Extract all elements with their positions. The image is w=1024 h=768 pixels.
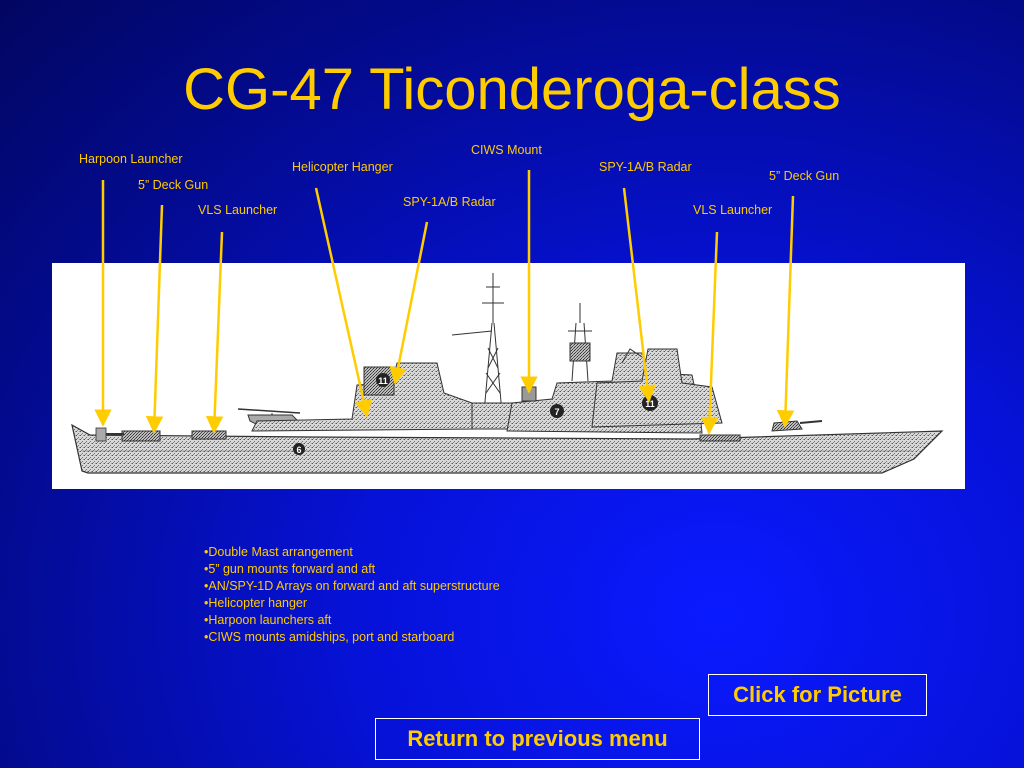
bullet-item: •Harpoon launchers aft <box>204 613 332 627</box>
bullet-item: •Double Mast arrangement <box>204 545 353 559</box>
click-for-picture-button[interactable]: Click for Picture <box>708 674 927 716</box>
label-deck-gun-forward: 5” Deck Gun <box>769 169 840 183</box>
label-vls-launcher-aft: VLS Launcher <box>198 203 278 217</box>
midships-hull-number: 7 <box>554 407 559 417</box>
ship-hull <box>71 423 944 474</box>
forward-hull-number: 11 <box>645 399 655 409</box>
aft-deck-gun-shape <box>95 427 161 442</box>
bullet-item: •AN/SPY-1D Arrays on forward and aft sup… <box>204 579 500 593</box>
label-ciws-mount: CIWS Mount <box>471 143 542 157</box>
label-vls-launcher-forward: VLS Launcher <box>693 203 773 217</box>
label-helicopter-hanger: Helicopter Hanger <box>292 160 393 174</box>
label-deck-gun-aft: 5” Deck Gun <box>138 178 209 192</box>
aft-vls-shape <box>191 430 227 440</box>
forward-superstructure <box>591 348 723 428</box>
label-spy-radar-forward: SPY-1A/B Radar <box>599 160 692 174</box>
forward-vls-shape <box>699 434 741 442</box>
bullet-item: •Helicopter hanger <box>204 596 308 610</box>
aft-hull-number: 11 <box>378 376 388 386</box>
aft-mast <box>451 273 504 414</box>
ship-profile-drawing: 11 7 11 <box>71 273 944 474</box>
return-to-previous-menu-button[interactable]: Return to previous menu <box>375 718 700 760</box>
aft-hull-marking: 6 <box>296 445 301 455</box>
feature-bullet-list: •Double Mast arrangement •5” gun mounts … <box>204 544 500 646</box>
ship-diagram-panel: 11 7 11 <box>52 263 965 489</box>
forward-deck-gun-shape <box>771 420 823 432</box>
label-spy-radar-aft: SPY-1A/B Radar <box>403 195 496 209</box>
label-harpoon-launcher: Harpoon Launcher <box>79 152 183 166</box>
forward-mast <box>568 303 592 382</box>
bullet-item: •CIWS mounts amidships, port and starboa… <box>204 630 455 644</box>
bullet-item: •5” gun mounts forward and aft <box>204 562 376 576</box>
slide-title: CG-47 Ticonderoga-class <box>183 57 841 122</box>
